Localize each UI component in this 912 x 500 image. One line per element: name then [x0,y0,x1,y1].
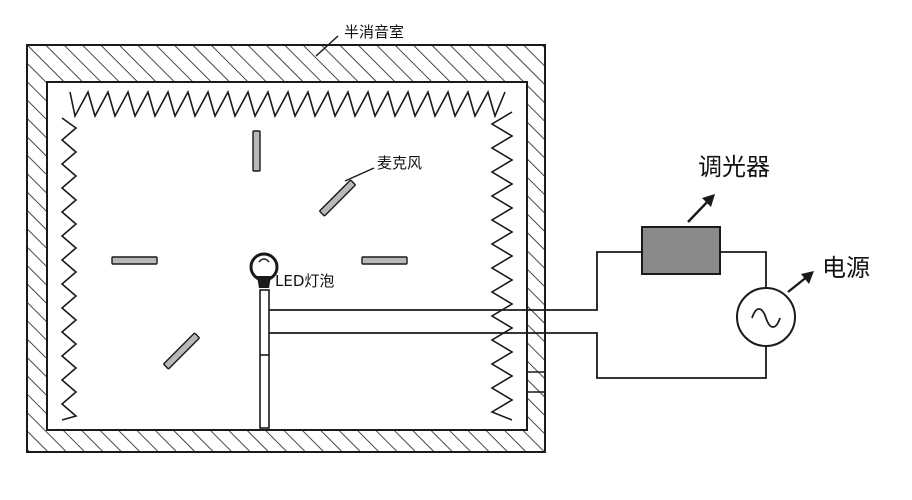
acoustic-wedges [60,89,545,421]
dimmer-label: 调光器 [698,153,770,181]
microphone-bar-icon [163,332,200,370]
microphone-bar-icon [361,256,408,265]
wiring [269,251,767,379]
label-arrows [687,194,814,293]
chamber-label: 半消音室 [344,23,405,41]
microphone-label: 麦克风 [377,154,423,172]
microphone-bar-icon [252,130,261,172]
dimmer-box [641,226,721,275]
power-source-label: 电源 [822,254,870,282]
light-bulb-icon [249,252,279,288]
microphone-bar-icon [111,256,158,265]
microphones [111,130,408,370]
label-leaders [315,35,375,182]
ac-sine-wave-icon [736,287,796,347]
bulb-stand [259,289,270,429]
led-bulb-label: LED灯泡 [275,272,335,290]
chamber-wall [26,44,546,453]
microphone-bar-icon [319,179,356,217]
